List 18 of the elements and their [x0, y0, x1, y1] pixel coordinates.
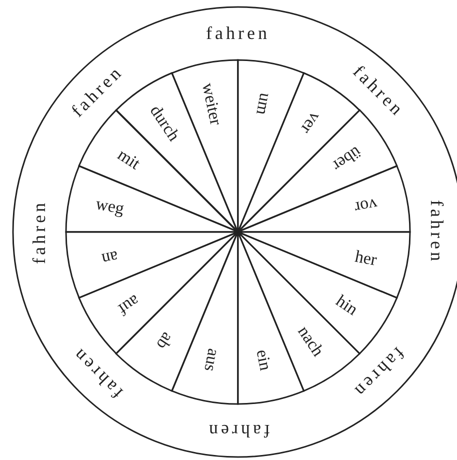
prefix-label: vor	[353, 196, 379, 217]
prefix-label: ab	[154, 329, 177, 352]
prefix-label: ein	[253, 348, 274, 372]
prefix-label: an	[100, 248, 120, 268]
prefix-label: hin	[332, 291, 360, 318]
prefix-label: mit	[115, 146, 144, 173]
verb-label: fahren	[206, 422, 270, 440]
prefix-label: her	[354, 247, 378, 268]
verb-label: fahren	[206, 24, 270, 42]
prefix-label: auf	[116, 292, 144, 318]
prefix-label: weiter	[200, 81, 226, 126]
prefix-label: weg	[94, 195, 126, 218]
prefix-label: ver	[298, 110, 324, 138]
prefix-label: um	[253, 92, 274, 116]
verb-label: fahren	[428, 200, 446, 264]
prefix-label: über	[329, 144, 364, 175]
prefix-label: aus	[202, 347, 223, 373]
verb-label: fahren	[30, 200, 48, 264]
